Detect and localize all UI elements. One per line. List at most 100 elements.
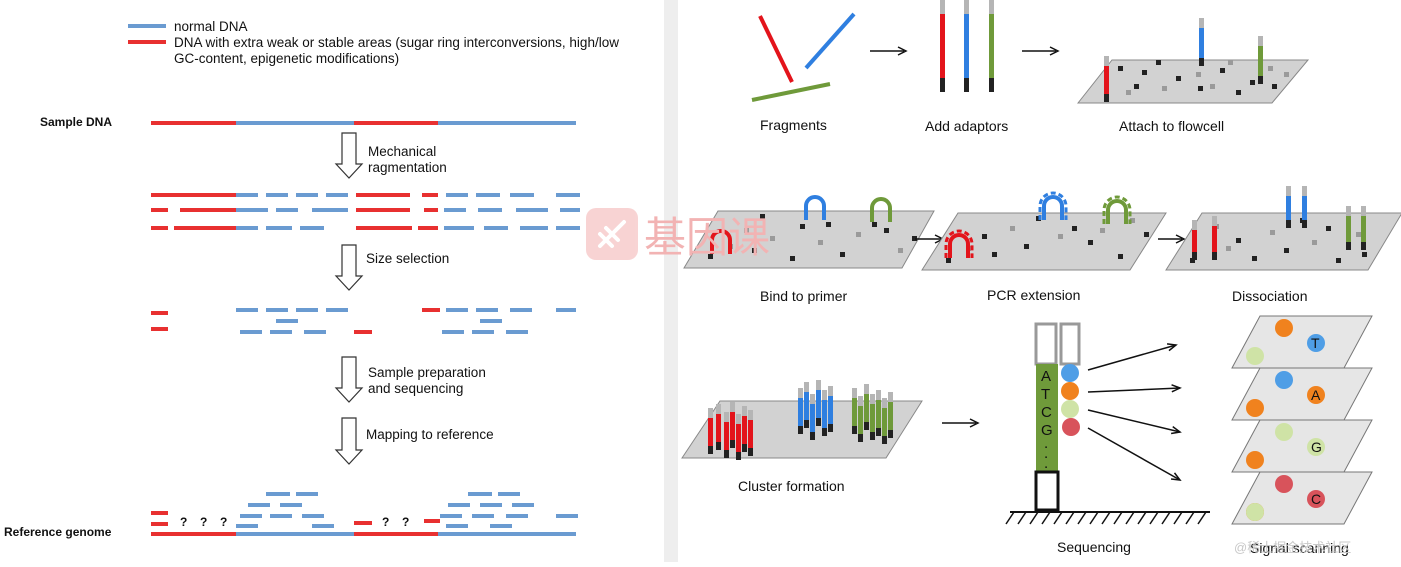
hatch-line (1005, 511, 1015, 525)
released-strand (1286, 196, 1291, 220)
primer-spot (1252, 256, 1257, 261)
primer-spot (1144, 232, 1149, 237)
cluster-strand (822, 400, 827, 428)
bind-primer-label: Bind to primer (760, 288, 847, 304)
primer-spot (1250, 80, 1255, 85)
cluster-strand (864, 422, 869, 430)
primer-spot (1088, 240, 1093, 245)
released-strand (1192, 220, 1197, 230)
primer-spot (1284, 72, 1289, 77)
cluster-strand (798, 388, 803, 398)
released-strand (1346, 216, 1351, 242)
bridge-strand (1106, 199, 1128, 224)
primer-spot (1156, 60, 1161, 65)
primer-spot (1228, 60, 1233, 65)
primer-spot (760, 214, 765, 219)
scan-letter: C (1311, 491, 1321, 507)
bridge-strand (1042, 195, 1064, 220)
read-letter: G (1041, 422, 1053, 439)
adaptor-fragments (940, 0, 994, 92)
primer-spot (898, 248, 903, 253)
signal-dot (1307, 386, 1325, 404)
hatch-line (1041, 511, 1051, 525)
arrow-right (1022, 46, 1060, 56)
primer-spot (744, 228, 749, 233)
scan-arrows (1087, 343, 1182, 481)
hatch-line (1101, 511, 1111, 525)
flowcell-pcr (921, 191, 1167, 271)
signal-dot (1275, 475, 1293, 493)
primer-spot (1058, 234, 1063, 239)
read-letter: T (1041, 386, 1050, 403)
cluster-strand (730, 412, 735, 440)
cluster-strand (828, 386, 833, 396)
fragments-illustration (751, 12, 856, 102)
hatch-line (1125, 511, 1135, 525)
signal-dot (1275, 319, 1293, 337)
scan-arrowhead (1166, 343, 1178, 352)
cluster-strand (804, 420, 809, 428)
fragments-label: Fragments (760, 117, 827, 133)
add-adaptors-label: Add adaptors (925, 118, 1008, 134)
cluster-strand (716, 404, 721, 414)
cluster-strand (748, 448, 753, 456)
released-strand (1361, 206, 1366, 216)
primer-spot (992, 252, 997, 257)
primer-spot (1130, 218, 1135, 223)
released-strand (1212, 226, 1217, 252)
cluster-strand (742, 416, 747, 444)
cluster-strand (876, 400, 881, 428)
bridge-strand (948, 233, 970, 258)
read-letter: C (1041, 404, 1052, 421)
released-strand (1302, 220, 1307, 228)
cluster-strand (858, 396, 863, 406)
cluster-strand (870, 404, 875, 432)
cluster-strand (864, 384, 869, 394)
primer-spot (1010, 226, 1015, 231)
hatch-line (1185, 511, 1195, 525)
primer-spot (1336, 258, 1341, 263)
scan-arrow (1087, 387, 1181, 393)
primer-spot (1142, 70, 1147, 75)
down-arrow (334, 244, 364, 291)
hatch-line (1149, 511, 1159, 525)
primer-spot (790, 256, 795, 261)
primer-spot (1312, 240, 1317, 245)
flowcell-plane (921, 212, 1167, 271)
cluster-strand (882, 398, 887, 408)
pcr-extension-label: PCR extension (987, 287, 1080, 303)
unknown-mark: ? (220, 515, 227, 529)
signal-dot (1307, 490, 1325, 508)
cluster-strand (742, 444, 747, 452)
signal-dot (1307, 334, 1325, 352)
legend-extra-label-2: GC-content, epigenetic modifications) (174, 51, 399, 66)
unknown-mark: ? (180, 515, 187, 529)
flowcell-attach (1076, 18, 1310, 104)
primer-spot (1268, 66, 1273, 71)
primer-spot (770, 236, 775, 241)
cluster-strand (708, 408, 713, 418)
cluster-strand (716, 414, 721, 442)
primer-spot (1356, 232, 1361, 237)
scan-arrowhead (1170, 426, 1182, 435)
primer-spot (1272, 84, 1277, 89)
cluster-strand (852, 398, 857, 426)
hatch-line (1173, 511, 1183, 525)
attached-fragment (1258, 36, 1263, 46)
scan-arrow (1087, 427, 1181, 481)
watermark-text: 基因课 (644, 213, 770, 262)
cluster-strand (816, 380, 821, 390)
bridge-strand (710, 229, 732, 254)
cluster-strand (828, 424, 833, 432)
primer-spot (1176, 76, 1181, 81)
primer-spot (1072, 226, 1077, 231)
legend-normal-label: normal DNA (174, 19, 248, 34)
cluster-strand (852, 388, 857, 398)
attached-fragment (1199, 28, 1204, 58)
cluster-strand (810, 432, 815, 440)
arrow-right (870, 46, 908, 56)
attached-fragment (1258, 76, 1263, 84)
bridge-strand-copy (1102, 195, 1132, 224)
